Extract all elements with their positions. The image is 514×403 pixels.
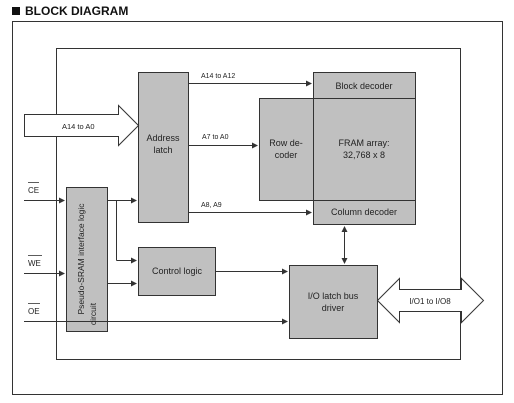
address-latch-label-2: latch — [153, 145, 172, 155]
a7-a0-label: A7 to A0 — [202, 134, 229, 141]
address-input-arrow — [24, 104, 140, 147]
chip-boundary — [56, 48, 461, 360]
pseudo-sram-block — [66, 187, 108, 332]
pseudo-sram-label-1: Pseudo-SRAM interface logic — [76, 203, 86, 315]
control-logic-label: Control logic — [152, 266, 203, 276]
address-input-label: A14 to A0 — [62, 122, 95, 131]
a14-a12-label: A14 to A12 — [201, 73, 235, 80]
io-latch-label-2: driver — [322, 303, 345, 313]
io-latch-label-1: I/O latch bus — [308, 291, 359, 301]
column-decoder-label: Column decoder — [331, 207, 397, 217]
block-decoder-block — [313, 72, 416, 99]
address-latch-label-1: Address — [146, 133, 180, 143]
fram-array-label-2: 32,768 x 8 — [343, 150, 385, 160]
row-decoder-label-1: Row de- — [269, 138, 303, 148]
pseudo-sram-label-2: circuit — [88, 302, 98, 325]
outer-frame — [12, 21, 503, 395]
a8-a9-label: A8, A9 — [201, 202, 222, 209]
fram-array-label-1: FRAM array: — [338, 138, 389, 148]
address-latch-block — [138, 72, 189, 223]
block-decoder-label: Block decoder — [335, 81, 392, 91]
io-latch-block — [289, 265, 378, 339]
we-label: WE — [28, 259, 41, 268]
title-square-icon — [12, 7, 20, 15]
io-signal-label: I/O1 to I/O8 — [409, 297, 451, 306]
control-logic-block — [138, 247, 216, 296]
row-decoder-block — [259, 98, 314, 201]
ce-label: CE — [28, 186, 39, 195]
column-decoder-block — [313, 200, 416, 225]
diagram-title: BLOCK DIAGRAM — [12, 4, 128, 18]
row-decoder-label-2: coder — [275, 150, 298, 160]
io-bidirectional-arrow — [376, 277, 485, 324]
diagram-title-text: BLOCK DIAGRAM — [25, 4, 129, 18]
oe-label: OE — [28, 307, 40, 316]
